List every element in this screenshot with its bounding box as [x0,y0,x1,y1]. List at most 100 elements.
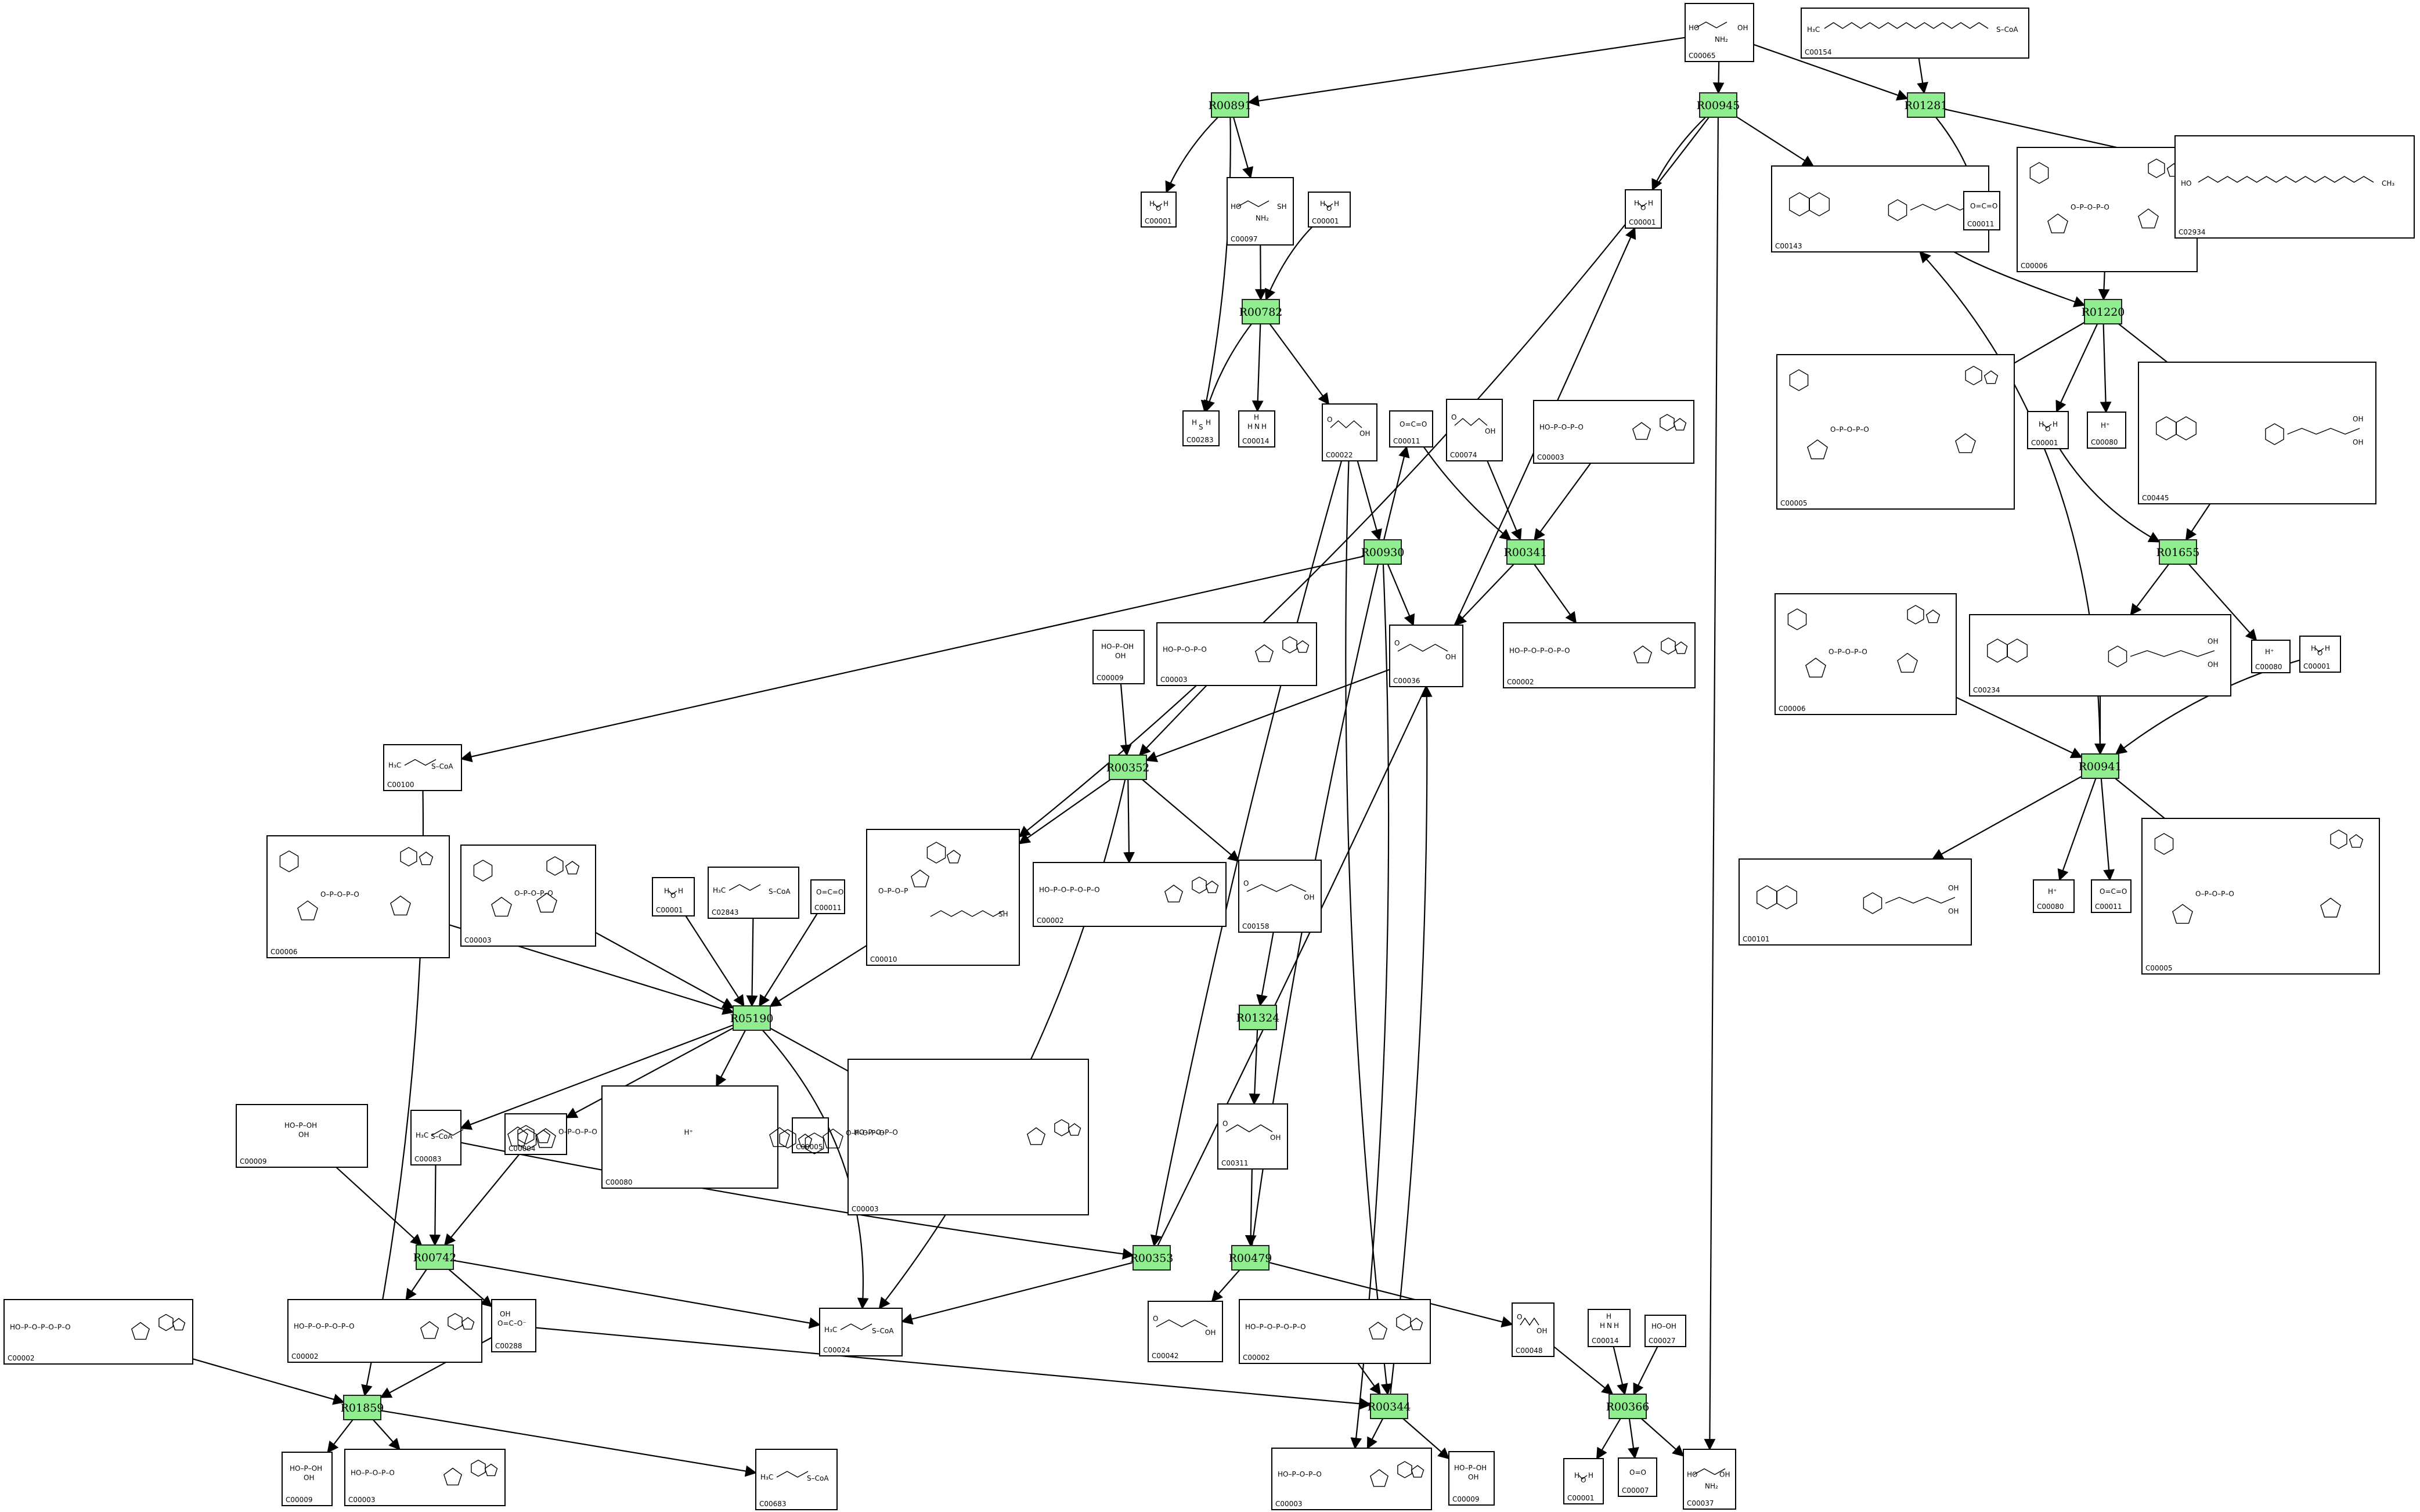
compound-node[interactable]: H⁺C00080 [601,1085,778,1189]
pathway-edge [1357,1363,1381,1395]
reaction-node[interactable]: R01220 [2082,299,2125,324]
reaction-label: R00945 [1697,99,1740,112]
reaction-node[interactable]: R00344 [1368,1394,1411,1419]
structure-nadph-icon: O–P–O–P–O [1789,366,1999,460]
compound-label: C00002 [1243,1354,1270,1362]
compound-node[interactable]: HO–P–O–P–O–P–O C00002 [1239,1299,1431,1364]
reaction-node[interactable]: R00945 [1697,92,1740,118]
svg-text:N: N [1607,1322,1612,1330]
reaction-node[interactable]: R01859 [341,1395,384,1420]
svg-text:HO–P–O–P–O–P–O: HO–P–O–P–O–P–O [1039,886,1100,894]
reaction-node[interactable]: R00352 [1106,755,1150,780]
reaction-node[interactable]: R00353 [1130,1245,1174,1271]
reaction-node[interactable]: R05190 [730,1005,774,1031]
reaction-node[interactable]: R00366 [1606,1394,1650,1419]
compound-box [755,1449,838,1510]
reaction-node[interactable]: R01655 [2156,539,2200,565]
reaction-node[interactable]: R01324 [1236,1005,1280,1030]
compound-node[interactable]: OHO=C–O⁻C00288 [491,1299,536,1352]
reaction-node[interactable]: R00479 [1229,1245,1272,1271]
svg-text:HO: HO [1687,1471,1697,1479]
pathway-edge [1953,251,2086,308]
reaction-node[interactable]: R00782 [1239,299,1283,324]
reaction-node[interactable]: R01281 [1905,92,1948,118]
reaction-node[interactable]: R00891 [1209,92,1252,118]
pathway-edge [1150,460,1343,1247]
svg-text:CH₃: CH₃ [2382,179,2394,187]
structure-atp-icon: HO–P–O–P–O–P–O [1245,1313,1423,1340]
structure-proton-icon: H⁺ [2101,421,2109,430]
reaction-node[interactable]: R00941 [2079,753,2122,779]
compound-label: C00036 [1393,677,1420,685]
compound-node[interactable]: OHOHC00143 [1771,165,1989,252]
compound-node[interactable]: H⁺C00080 [2033,879,2075,913]
compound-node[interactable]: H⁺C00080 [2251,640,2291,673]
reaction-label: R01859 [341,1402,384,1414]
svg-text:OH: OH [1445,653,1456,661]
compound-node[interactable]: H⁺C00080 [2087,412,2126,449]
compound-box [1182,410,1220,446]
reaction-node[interactable]: R00341 [1504,539,1548,565]
reaction-node[interactable]: R00742 [413,1244,457,1270]
reaction-node[interactable]: R00930 [1361,539,1405,565]
